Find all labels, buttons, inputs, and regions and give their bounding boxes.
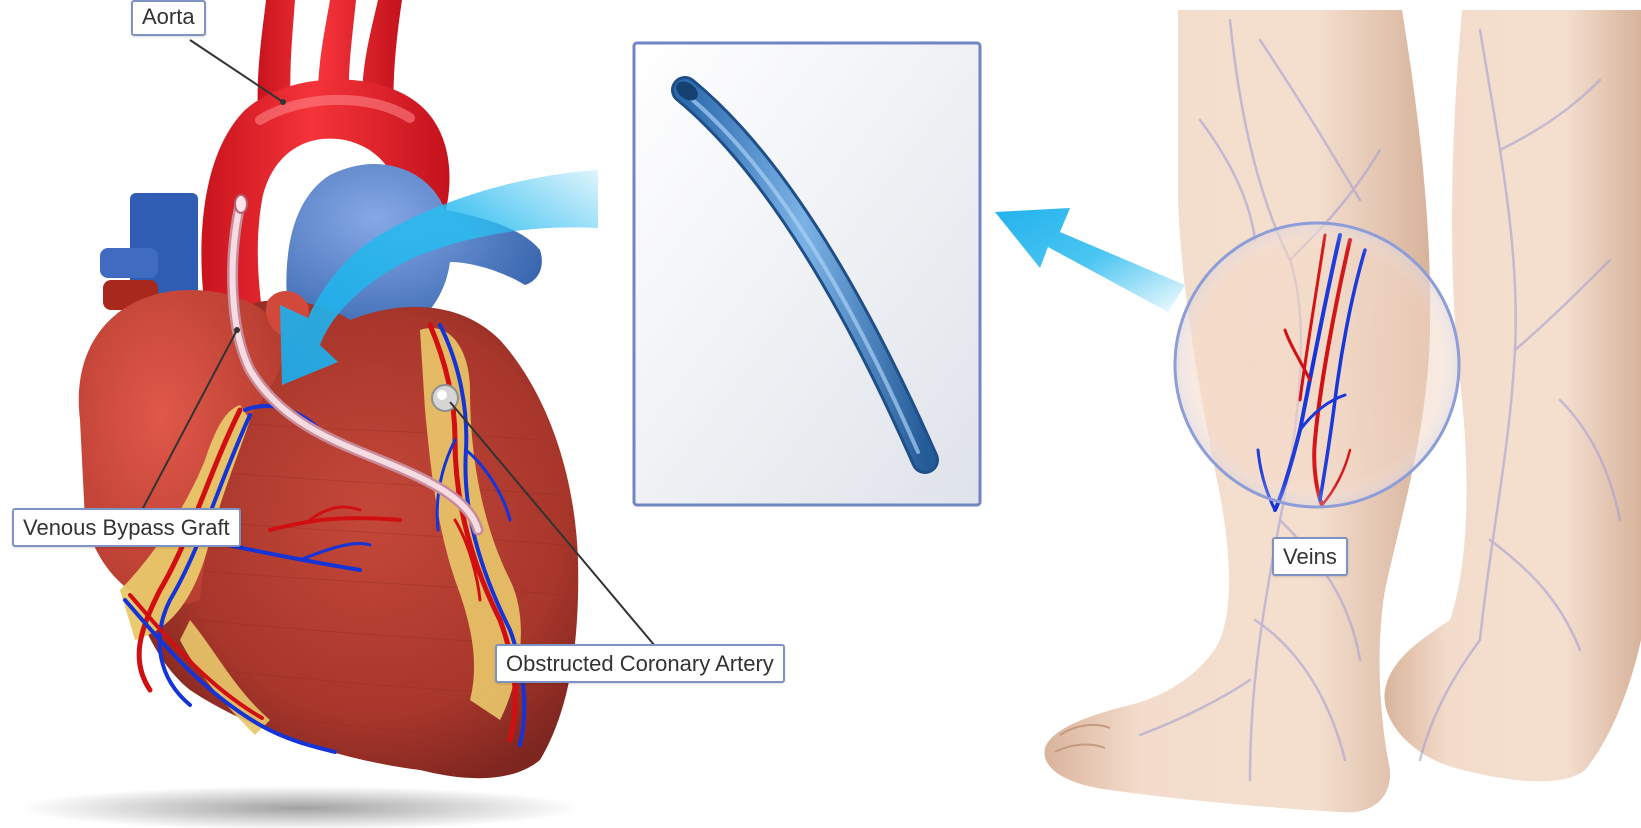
heart (20, 0, 655, 828)
graft-arrow-from-leg (995, 208, 1185, 312)
heart-shadow (20, 786, 580, 828)
label-obstructed-coronary-artery: Obstructed Coronary Artery (495, 644, 785, 683)
graft-detail-panel (634, 43, 980, 505)
label-venous-bypass-graft: Venous Bypass Graft (12, 508, 241, 547)
label-veins: Veins (1272, 537, 1348, 576)
legs (1044, 10, 1641, 812)
label-aorta: Aorta (131, 0, 206, 36)
vein-magnifier (1175, 223, 1459, 510)
